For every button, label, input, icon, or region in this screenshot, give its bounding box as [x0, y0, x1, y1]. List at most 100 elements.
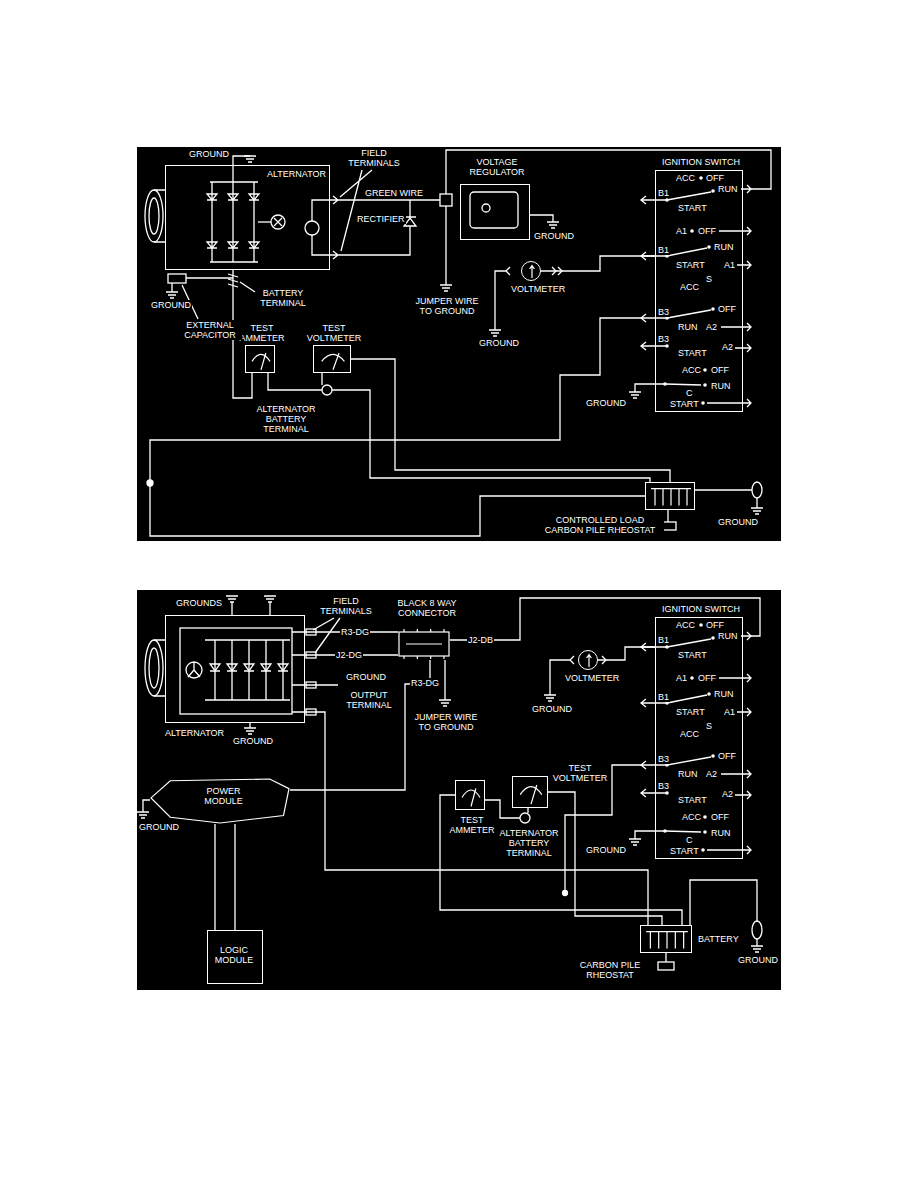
callout-label: A1	[723, 707, 736, 717]
callout-label: B1	[657, 188, 670, 198]
callout-label: C	[685, 388, 694, 398]
callout-label: OFF	[697, 673, 717, 683]
battery-symbol-shape	[646, 483, 696, 511]
callout-label: GROUND	[531, 704, 573, 714]
callout-label: RECTIFIER	[356, 214, 406, 224]
callout-label: OFF	[705, 620, 725, 630]
node-label: CONTROLLED LOAD CARBON PILE RHEOSTAT	[536, 515, 664, 535]
logic-module: LOGIC MODULE	[207, 930, 263, 984]
callout-label: GROUND	[737, 955, 779, 965]
callout-label: FIELD TERMINALS	[316, 596, 376, 616]
callout-label: GROUNDS	[175, 598, 223, 608]
callout-label: OFF	[717, 304, 737, 314]
callout-label: RUN	[717, 631, 739, 641]
callout-label: C	[685, 835, 694, 845]
node-label: VOLTAGE REGULATOR	[459, 157, 535, 177]
callout-label: A1	[675, 673, 688, 683]
battery-symbol-shape	[641, 926, 693, 954]
callout-label: R3-DG	[410, 678, 440, 688]
callout-label: GROUND	[345, 672, 387, 682]
power-module: POWER MODULE	[150, 778, 290, 824]
node-label: BATTERY	[697, 934, 740, 944]
ammeter-symbol: TEST AMMETER	[245, 345, 275, 373]
node-label: BLACK 8 WAY CONNECTOR	[386, 598, 468, 618]
callout-label: GROUND	[585, 845, 627, 855]
battery-symbol: BATTERYCARBON PILE RHEOSTAT	[640, 925, 692, 953]
callout-label: START	[677, 650, 708, 660]
callout-label: B1	[657, 635, 670, 645]
callout-label: START	[669, 846, 700, 856]
callout-label: JUMPER WIRE TO GROUND	[408, 712, 484, 732]
callout-label: J2-DG	[335, 650, 363, 660]
callout-label: ACC	[679, 282, 700, 292]
callout-label: START	[677, 203, 708, 213]
callout-label: RUN	[677, 769, 699, 779]
callout-label: START	[669, 399, 700, 409]
node-label: TEST VOLTMETER	[302, 323, 366, 343]
callout-label: START	[677, 348, 708, 358]
connector-plug: BLACK 8 WAY CONNECTOR	[398, 628, 450, 660]
node-label: POWER MODULE	[195, 786, 252, 806]
callout-label: A2	[705, 322, 718, 332]
regulator-box: VOLTAGE REGULATOR	[460, 184, 530, 240]
node-label: LOGIC MODULE	[208, 945, 260, 965]
callout-label: RUN	[710, 828, 732, 838]
callout-label: S	[705, 721, 713, 731]
alternator-housing: ALTERNATOR	[165, 615, 305, 723]
callout-label: START	[675, 260, 706, 270]
callout-label: B3	[657, 781, 670, 791]
node-label: IGNITION SWITCH	[656, 604, 746, 614]
voltmeter-symbol: VOLTMETER	[521, 261, 541, 281]
panel-background	[137, 590, 781, 990]
callout-label: S	[705, 274, 713, 284]
callout-label: BATTERY TERMINAL	[256, 288, 310, 308]
callout-label: JUMPER WIRE TO GROUND	[409, 296, 485, 316]
connector-plug-shape	[398, 628, 450, 660]
voltmeter-symbol: VOLTMETER	[578, 650, 598, 670]
callout-label: FIELD TERMINALS	[344, 148, 404, 168]
voltmeter-symbol-shape	[579, 651, 599, 671]
node-label: TEST VOLTMETER	[551, 763, 609, 783]
callout-label: ACC	[681, 365, 702, 375]
callout-label: RUN	[713, 242, 735, 252]
node-label: ALTERNATOR	[266, 169, 327, 179]
callout-label: A1	[723, 260, 736, 270]
wire-connector	[214, 824, 215, 930]
bottom-panel-wiring	[137, 596, 763, 970]
top-panel-wiring	[145, 150, 771, 536]
callout-label: OFF	[710, 812, 730, 822]
callout-label: ACC	[681, 812, 702, 822]
callout-label: OFF	[717, 751, 737, 761]
callout-label: GREEN WIRE	[364, 188, 424, 198]
callout-label: A2	[721, 789, 734, 799]
callout-label: GROUND	[717, 517, 759, 527]
voltmeter-symbol-shape	[522, 262, 542, 282]
callout-label: GROUND	[478, 338, 520, 348]
wire-connector	[548, 792, 662, 925]
callout-label: R3-DG	[340, 627, 370, 637]
callout-label: B1	[657, 692, 670, 702]
node-label: VOLTMETER	[564, 673, 620, 683]
callout-label: OUTPUT TERMINAL	[340, 690, 398, 710]
callout-label: ACC	[675, 620, 696, 630]
node-label: ALTERNATOR	[164, 728, 225, 738]
callout-label: B1	[657, 245, 670, 255]
callout-label: J2-DB	[467, 635, 494, 645]
callout-label: B3	[657, 307, 670, 317]
callout-label: GROUND	[533, 231, 575, 241]
callout-label: ACC	[679, 729, 700, 739]
node-label: TEST AMMETER	[236, 323, 288, 343]
callout-label: RUN	[677, 322, 699, 332]
voltmeter-symbol-shape	[513, 777, 549, 809]
callout-label: GROUND	[585, 398, 627, 408]
callout-label: ACC	[675, 173, 696, 183]
node-label: TEST AMMETER	[446, 815, 498, 835]
callout-label: RUN	[713, 689, 735, 699]
callout-label: EXTERNAL CAPACITOR	[178, 320, 242, 340]
callout-label: ALTERNATOR BATTERY TERMINAL	[497, 828, 561, 858]
wire-connector	[351, 359, 670, 482]
callout-label: GROUND	[232, 736, 274, 746]
alternator-housing: ALTERNATOR	[165, 165, 330, 270]
